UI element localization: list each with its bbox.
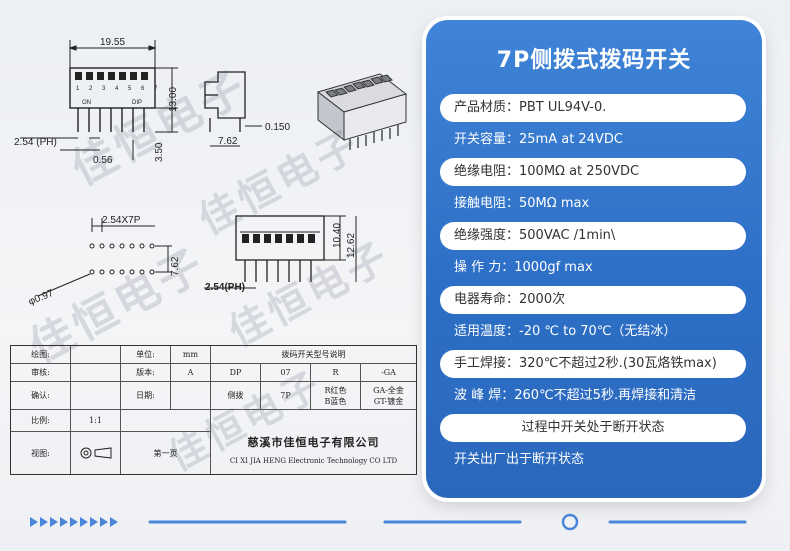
spec-text: 接触电阻：50MΩ max: [454, 196, 590, 211]
on-label: ON: [82, 100, 91, 106]
unit-label: 单位:: [121, 346, 171, 364]
pcb-footprint: [37, 218, 172, 297]
page-label: 第一页: [121, 432, 211, 474]
spec-row: 开关容量：25mA at 24VDC: [440, 126, 746, 154]
version-value: A: [171, 364, 211, 382]
scale-label: 比例:: [11, 410, 71, 432]
code-dp: DP: [211, 364, 261, 382]
pitch-dimension: 2.54X7P: [102, 215, 141, 226]
pitch-ph-2-dimension: 2.54(PH): [205, 282, 245, 293]
pin-numbers: 1 2 3 4 5 6 7: [76, 86, 161, 92]
height-dimension: 13.00: [168, 87, 179, 112]
spec-text: 绝缘电阻：100MΩ at 250VDC: [454, 164, 640, 179]
standoff-dimension: 3.50: [154, 142, 165, 162]
spec-row: 手工焊接：320℃不超过2秒.(30瓦烙铁max): [440, 350, 746, 378]
front-view: [20, 40, 178, 160]
confirm-label: 确认:: [11, 382, 71, 410]
side-view: [204, 71, 262, 147]
type-value: 侧拨: [211, 382, 261, 410]
title-block: 绘图: 单位: mm 拨码开关型号说明 审核: 版本: A DP 07 R -G…: [10, 345, 417, 475]
company-name-cn: 慈溪市佳恒电子有限公司: [247, 436, 380, 449]
spec-card: 7P侧拨式拨码开关 产品材质：PBT UL94V-0. 开关容量：25mA at…: [426, 20, 762, 498]
spec-text: 产品材质：PBT UL94V-0.: [454, 100, 607, 115]
drawing-label: 绘图:: [11, 346, 71, 364]
spec-row: 波 峰 焊：260℃不超过5秒.再焊接和清洁: [440, 382, 746, 410]
company-name-en: CI XI JIA HENG Electronic Technology CO …: [229, 457, 398, 465]
projection-icon: [80, 447, 111, 459]
height-2-dimension: 12.62: [346, 233, 357, 258]
spec-row: 过程中开关处于断开状态: [440, 414, 746, 442]
review-label: 审核:: [11, 364, 71, 382]
scale-blank: [121, 410, 211, 432]
version-label: 版本:: [121, 364, 171, 382]
code-07: 07: [261, 364, 311, 382]
spec-text: 波 峰 焊：260℃不超过5秒.再焊接和清洁: [454, 388, 697, 403]
view-label: 视图:: [11, 432, 71, 474]
plating-value: GA-全金 GT-镀金: [361, 382, 416, 410]
scale-value: 1:1: [71, 410, 121, 432]
card-title: 7P侧拨式拨码开关: [496, 48, 692, 73]
drawing-value: [71, 346, 121, 364]
bottom-decoration: [30, 513, 747, 531]
code-r: R: [311, 364, 361, 382]
side-width-dimension: 7.62: [218, 136, 238, 147]
model-description: 拨码开关型号说明: [211, 346, 416, 364]
ring-icon: [561, 513, 579, 531]
pins-value: 7P: [261, 382, 311, 410]
spec-row: 绝缘电阻：100MΩ at 250VDC: [440, 158, 746, 186]
spec-text: 电器寿命：2000次: [454, 292, 566, 307]
pitch-ph-dimension: 2.54 (PH): [14, 137, 57, 148]
dip-label: DIP: [132, 100, 142, 106]
spec-text: 绝缘强度：500VAC /1min\: [454, 228, 616, 243]
spec-row: 电器寿命：2000次: [440, 286, 746, 314]
spec-text: 开关容量：25mA at 24VDC: [454, 132, 623, 147]
side-thickness-dimension: 0.150: [265, 122, 290, 133]
spec-row: 适用温度：-20 ℃ to 70℃（无结冰）: [440, 318, 746, 346]
spec-row: 操 作 力：1000gf max: [440, 254, 746, 282]
isometric-view: [316, 73, 408, 150]
review-value: [71, 364, 121, 382]
chevron-arrows-icon: [30, 517, 118, 527]
pin-width-dimension: 0.56: [93, 155, 113, 166]
color-value: R红色 B蓝色: [311, 382, 361, 410]
confirm-value: [71, 382, 121, 410]
spec-row: 绝缘强度：500VAC /1min\: [440, 222, 746, 250]
code-ga: -GA: [361, 364, 416, 382]
row-spacing-dimension: 7.62: [170, 256, 181, 276]
projection-symbol: [71, 432, 121, 474]
front-view-2: [204, 215, 357, 289]
spec-text: 适用温度：-20 ℃ to 70℃（无结冰）: [454, 324, 677, 339]
date-label: 日期:: [121, 382, 171, 410]
unit-value: mm: [171, 346, 211, 364]
spec-row: 开关出厂出于断开状态: [440, 446, 746, 474]
date-value: [171, 382, 211, 410]
width-dimension: 19.55: [100, 37, 125, 48]
spec-text: 过程中开关处于断开状态: [521, 420, 665, 435]
spec-row: 接触电阻：50MΩ max: [440, 190, 746, 218]
height-1-dimension: 10.40: [332, 223, 343, 248]
spec-text: 开关出厂出于断开状态: [454, 452, 585, 467]
spec-text: 手工焊接：320℃不超过2秒.(30瓦烙铁max): [454, 356, 717, 371]
spec-row: 产品材质：PBT UL94V-0.: [440, 94, 746, 122]
spec-text: 操 作 力：1000gf max: [454, 260, 593, 275]
